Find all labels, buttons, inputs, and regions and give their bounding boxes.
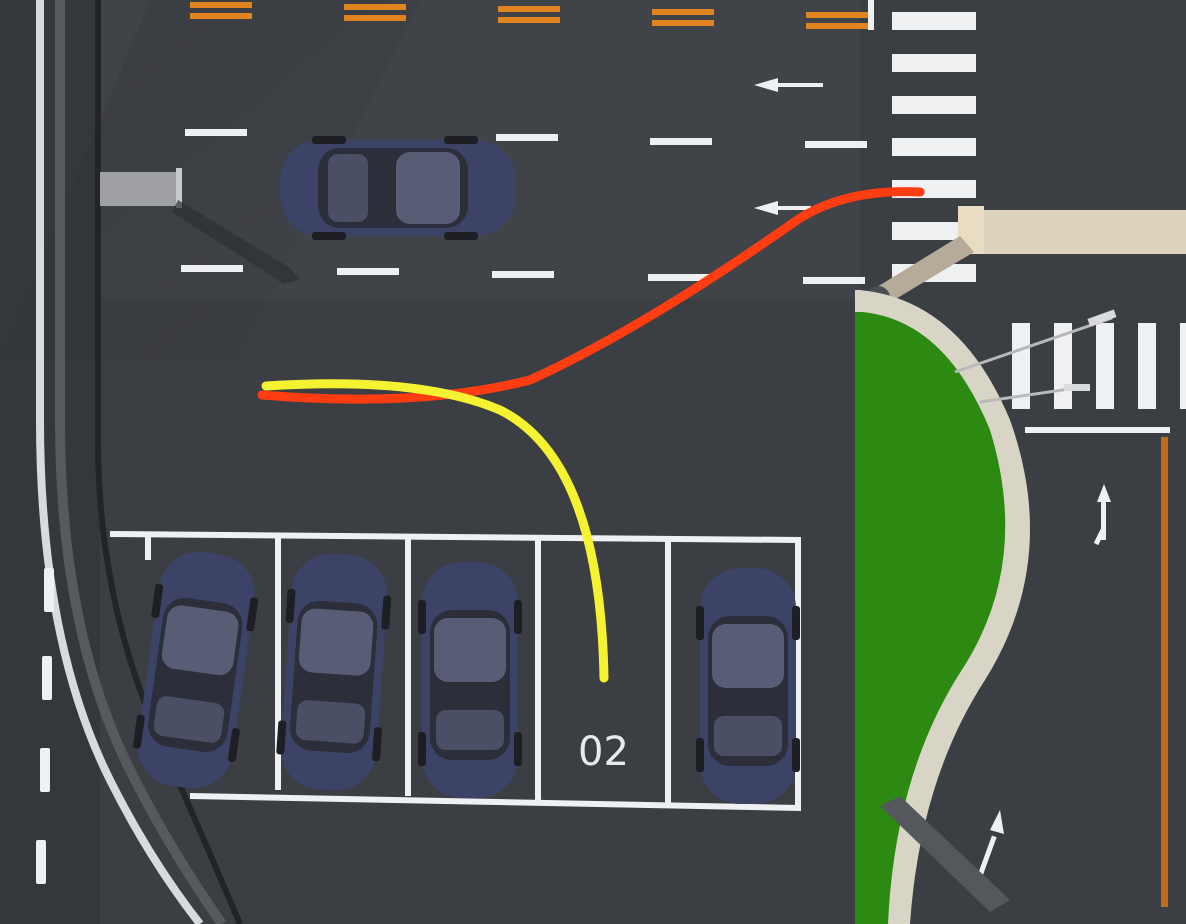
arrow-up-icon [978, 484, 1111, 875]
left-lane-dashes [36, 568, 54, 884]
parking-slot-label: 02 [578, 729, 629, 775]
left-curb [55, 0, 227, 924]
stop-line-top [868, 0, 874, 30]
trajectory-alternative [257, 187, 925, 404]
light-shadow [0, 0, 420, 360]
stop-line-right [1025, 427, 1170, 433]
gate-barrier-left [100, 168, 300, 284]
trajectory-planned [261, 379, 609, 683]
left-edge-line [36, 0, 204, 924]
arrow-straight-left-icon [754, 201, 811, 215]
center-line [190, 2, 868, 29]
median-grass [855, 312, 1006, 924]
lane-dashes [181, 129, 867, 284]
crosswalk-right [1012, 323, 1186, 409]
car-parked-5 [696, 568, 800, 804]
car-moving [280, 136, 516, 240]
gate-barrier-right [866, 206, 1186, 310]
barrier-arm-bottom [880, 796, 1010, 912]
streetlight [954, 309, 1117, 404]
arrow-left-icon [754, 78, 823, 92]
car-parked-3 [418, 562, 522, 798]
right-edge-line [1161, 437, 1168, 907]
